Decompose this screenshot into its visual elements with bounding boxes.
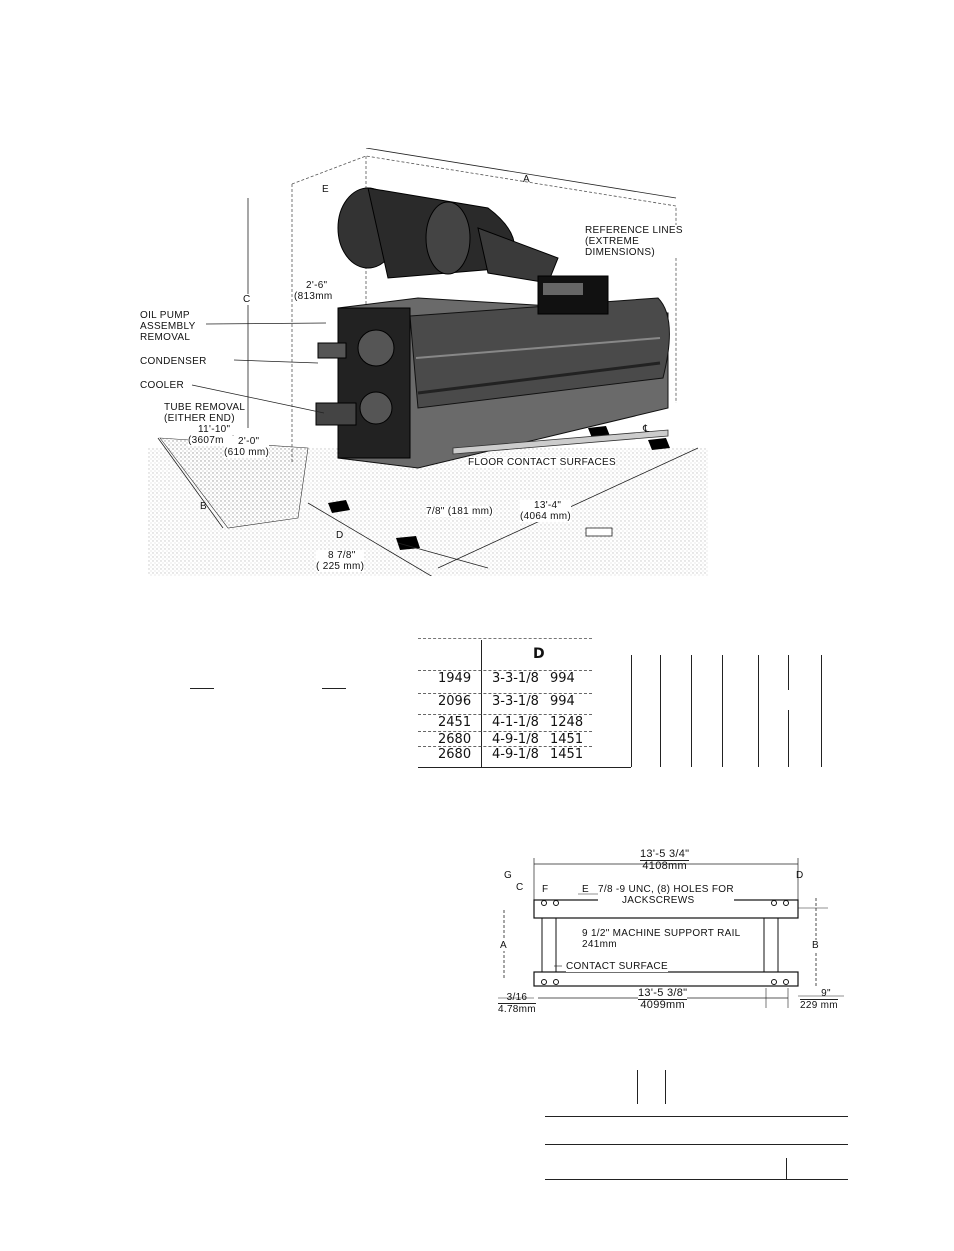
rail-b-label: B [812,940,819,951]
lower-table-vrule-1 [637,1070,638,1104]
table-header-d: D [533,646,545,662]
table-cell: 994 [550,671,575,686]
table-vrule-5 [758,655,759,767]
table-cell: 2680 [438,747,472,762]
machine-drawing [148,147,708,581]
table-cell: 2451 [438,715,472,730]
table-cell: 1248 [550,715,584,730]
table-vrule-3 [691,655,692,767]
table-vrule-6 [788,655,789,767]
table-cell: 2096 [438,694,472,709]
centerline-label: ℄ [643,424,650,435]
table-row: 2680 4-9-1/8 1451 [418,746,592,764]
cooler-label: COOLER [140,380,185,391]
table-cell: 1451 [550,747,584,762]
condenser-label: CONDENSER [140,356,207,367]
table-cell: 2680 [438,732,472,747]
table-row: 2096 3-3-1/8 994 [418,693,592,711]
rail-c-label: C [516,882,524,893]
rail-left-small-dim: 3/16 4.78mm [498,992,536,1015]
support-rail-label: 9 1/2" MACHINE SUPPORT RAIL 241mm [582,928,741,950]
tube-removal-label: TUBE REMOVAL (EITHER END) [164,402,246,424]
table-vrule-7 [821,655,822,767]
table-cell: 3-3-1/8 [492,671,539,686]
dim-d-label: D [336,530,344,541]
table-top-border [418,638,592,639]
table-cell: 4-9-1/8 [492,732,539,747]
dim-a-label: A [523,174,530,185]
dim-e-label: E [322,184,329,195]
table-cell: 1451 [550,732,584,747]
reference-lines-label: REFERENCE LINES (EXTREME DIMENSIONS) [585,225,683,258]
dim-c-label: C [243,294,251,305]
machine-figure: A E C B D ℄ REFERENCE LINES (EXTREME DIM… [140,147,708,581]
table-cell: 1949 [438,671,472,686]
table-row: 2680 4-9-1/8 1451 [418,731,592,749]
floor-contact-label: FLOOR CONTACT SURFACES [468,457,616,468]
table-cell: 4-1-1/8 [492,715,539,730]
small-dim-label: 7/8" (181 mm) [426,506,493,517]
jackscrews-label: 7/8 -9 UNC, (8) HOLES FOR JACKSCREWS [598,884,734,906]
lower-table-rule-3 [545,1179,848,1180]
rail-figure: 13'-5 3/4" 4108mm G C F E D A B 7/8 -9 U… [498,848,848,1034]
rail-top-dim: 13'-5 3/4" 4108mm [640,848,690,872]
table-cell: 994 [550,694,575,709]
rail-a-label: A [500,940,507,951]
table-row: 2451 4-1-1/8 1248 [418,714,592,732]
table-cell: 4-9-1/8 [492,747,539,762]
table-vrule-1 [631,655,632,767]
table-vrule-4 [722,655,723,767]
oil-pump-label: OIL PUMP ASSEMBLY REMOVAL [140,310,196,343]
table-cell: 3-3-1/8 [492,694,539,709]
lower-table-vrule-3 [786,1158,787,1179]
dim-b-label: B [200,501,207,512]
tube-dim-label: 11'-10" (3607mm) [188,424,236,446]
table-row: 1949 3-3-1/8 994 [418,670,592,688]
oil-dim-label: 2'-6" (813mm [294,280,333,302]
lower-table-vrule-2 [665,1070,666,1104]
table-vrule-2 [660,655,661,767]
contact-surface-label: CONTACT SURFACE [566,961,668,972]
front-dim-label: 2'-0" (610 mm) [224,436,270,458]
lower-table-rule-1 [545,1116,848,1117]
foot-dim-label: 8 7/8" ( 225 mm) [316,550,365,572]
table-vrule-gap-a [788,690,791,710]
table-col-divider [481,640,482,768]
rail-f-label: F [542,884,549,895]
blank-underline-2 [322,688,346,689]
lower-table-rule-2 [545,1144,848,1145]
table-bottom-line [418,767,631,768]
rail-e-label: E [582,884,589,895]
length-dim-label: 13'-4" (4064 mm) [520,500,572,522]
rail-bottom-dim: 13'-5 3/8" 4099mm [638,987,688,1011]
blank-underline-1 [190,688,214,689]
rail-right-small-dim: 9" 229 mm [800,988,838,1011]
rail-d-label: D [796,870,804,881]
rail-g-label: G [504,870,513,881]
